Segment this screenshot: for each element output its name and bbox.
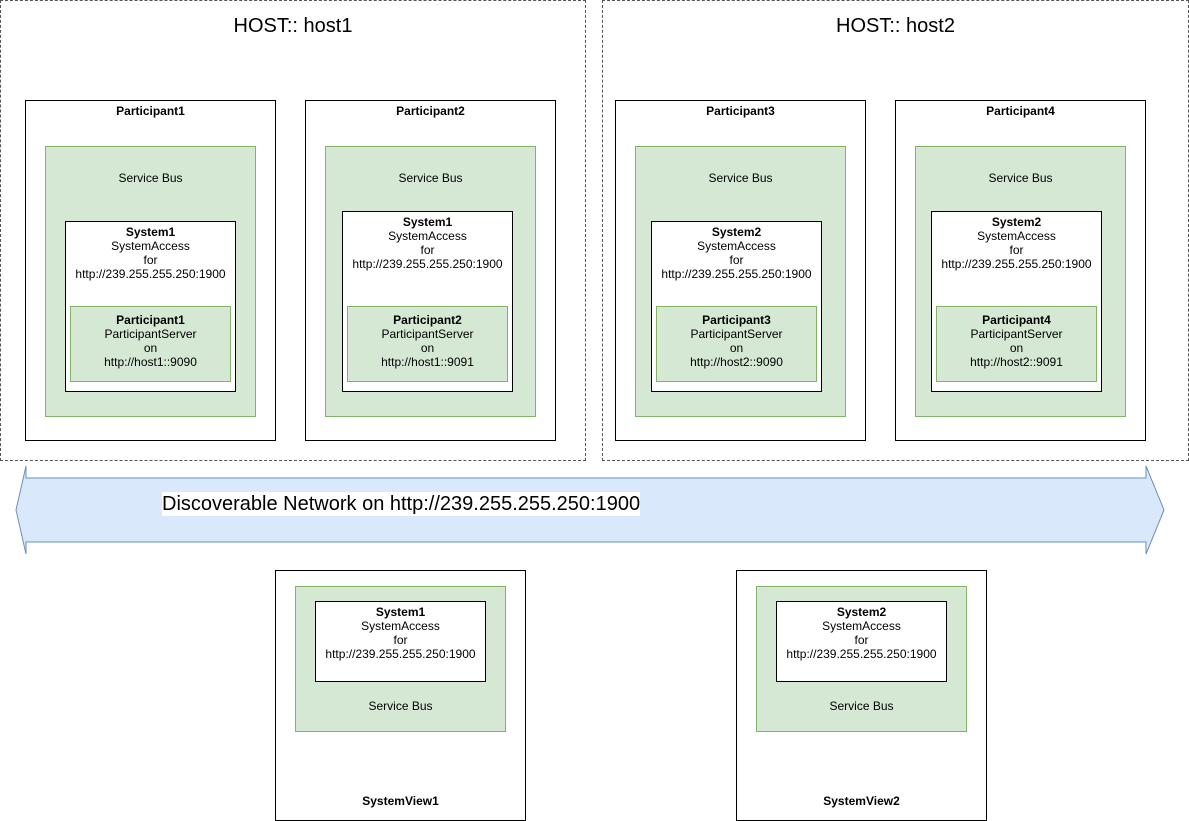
system-for-label: for <box>143 253 158 267</box>
service-bus: Service Bus System1 SystemAccess for htt… <box>45 146 256 417</box>
participant-server-box: Participant2 ParticipantServer on http:/… <box>347 306 508 382</box>
participant-server-box: Participant3 ParticipantServer on http:/… <box>656 306 817 382</box>
system-access-label: SystemAccess <box>977 229 1056 243</box>
server-on-label: on <box>1009 341 1024 355</box>
server-on-label: on <box>420 341 435 355</box>
system-name: System1 <box>125 225 176 239</box>
server-type: ParticipantServer <box>104 327 197 341</box>
host-title: HOST:: host2 <box>836 15 955 37</box>
service-bus-label: Service Bus <box>829 699 894 713</box>
participant-server-box: Participant4 ParticipantServer on http:/… <box>936 306 1097 382</box>
system-for-label: for <box>420 243 435 257</box>
service-bus: Service Bus System2 SystemAccess for htt… <box>915 146 1126 417</box>
server-type: ParticipantServer <box>970 327 1063 341</box>
system-address: http://239.255.255.250:1900 <box>75 267 226 281</box>
participant-title: Participant4 <box>986 104 1055 118</box>
server-name: Participant3 <box>702 313 771 327</box>
server-type: ParticipantServer <box>690 327 783 341</box>
participant-title: Participant3 <box>706 104 775 118</box>
server-type: ParticipantServer <box>381 327 474 341</box>
system-view-title: SystemView1 <box>362 794 439 808</box>
service-bus: System2 SystemAccess for http://239.255.… <box>756 586 967 732</box>
participant-box: Participant4 Service Bus System2 SystemA… <box>895 100 1146 441</box>
system-access-label: SystemAccess <box>388 229 467 243</box>
system-name: System2 <box>836 605 887 619</box>
system-name: System2 <box>991 215 1042 229</box>
system-access-label: SystemAccess <box>111 239 190 253</box>
service-bus-label: Service Bus <box>708 171 773 185</box>
service-bus-label: Service Bus <box>398 171 463 185</box>
system-name: System1 <box>375 605 426 619</box>
server-address: http://host1::9091 <box>381 355 474 369</box>
participant-server-box: Participant1 ParticipantServer on http:/… <box>70 306 231 382</box>
server-address: http://host2::9091 <box>970 355 1063 369</box>
service-bus-label: Service Bus <box>118 171 183 185</box>
system-access-box: System1 SystemAccess for http://239.255.… <box>342 211 513 392</box>
host-title: HOST:: host1 <box>233 15 353 37</box>
server-address: http://host2::9090 <box>690 355 783 369</box>
participant-box: Participant3 Service Bus System2 SystemA… <box>615 100 866 441</box>
system-access-box: System2 SystemAccess for http://239.255.… <box>931 211 1102 392</box>
system-access-box: System2 SystemAccess for http://239.255.… <box>776 601 947 682</box>
system-address: http://239.255.255.250:1900 <box>661 267 812 281</box>
system-name: System1 <box>402 215 453 229</box>
service-bus: Service Bus System2 SystemAccess for htt… <box>635 146 846 417</box>
system-for-label: for <box>729 253 744 267</box>
network-label: Discoverable Network on http://239.255.2… <box>162 492 641 516</box>
server-name: Participant4 <box>982 313 1051 327</box>
service-bus-label: Service Bus <box>988 171 1053 185</box>
participant-box: Participant2 Service Bus System1 SystemA… <box>305 100 556 441</box>
system-view-title: SystemView2 <box>823 794 900 808</box>
server-on-label: on <box>729 341 744 355</box>
system-for-label: for <box>393 633 408 647</box>
system-access-label: SystemAccess <box>361 619 440 633</box>
server-name: Participant2 <box>393 313 462 327</box>
participant-title: Participant1 <box>116 104 185 118</box>
system-name: System2 <box>711 225 762 239</box>
system-access-box: System1 SystemAccess for http://239.255.… <box>65 221 236 392</box>
server-on-label: on <box>143 341 158 355</box>
system-access-label: SystemAccess <box>822 619 901 633</box>
system-access-box: System2 SystemAccess for http://239.255.… <box>651 221 822 392</box>
server-address: http://host1::9090 <box>104 355 197 369</box>
server-name: Participant1 <box>116 313 185 327</box>
system-address: http://239.255.255.250:1900 <box>786 647 937 661</box>
host-container-host1: HOST:: host1 <box>0 0 586 461</box>
service-bus: Service Bus System1 SystemAccess for htt… <box>325 146 536 417</box>
service-bus-label: Service Bus <box>368 699 433 713</box>
system-address: http://239.255.255.250:1900 <box>325 647 476 661</box>
system-view-box: System1 SystemAccess for http://239.255.… <box>275 570 526 821</box>
participant-box: Participant1 Service Bus System1 SystemA… <box>25 100 276 441</box>
service-bus: System1 SystemAccess for http://239.255.… <box>295 586 506 732</box>
participant-title: Participant2 <box>396 104 465 118</box>
system-access-box: System1 SystemAccess for http://239.255.… <box>315 601 486 682</box>
system-address: http://239.255.255.250:1900 <box>941 257 1092 271</box>
system-for-label: for <box>1009 243 1024 257</box>
system-for-label: for <box>854 633 869 647</box>
system-access-label: SystemAccess <box>697 239 776 253</box>
system-address: http://239.255.255.250:1900 <box>352 257 503 271</box>
system-view-box: System2 SystemAccess for http://239.255.… <box>736 570 987 821</box>
